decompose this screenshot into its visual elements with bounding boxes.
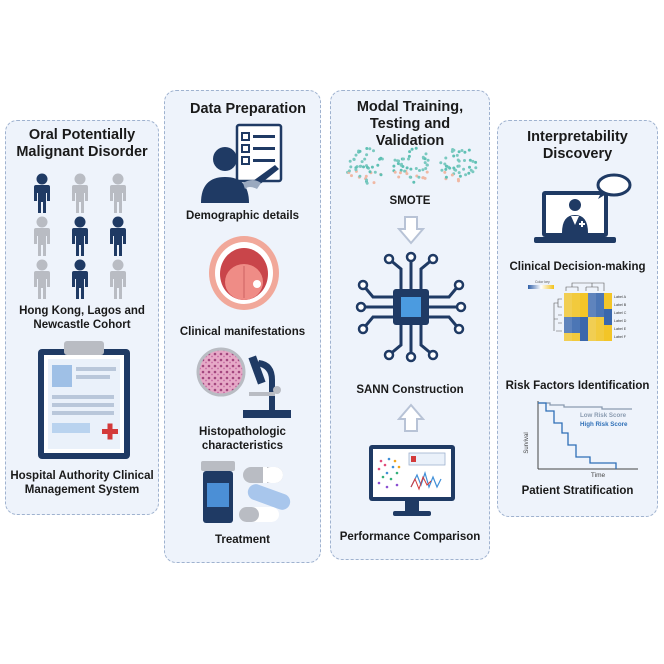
open-mouth-icon <box>209 236 279 310</box>
heatmap-row-label: Label C <box>614 311 627 315</box>
legend-high-risk: High Risk Score <box>580 421 628 428</box>
heatmap-icon: Color key Label A Label B Label C Label D La… <box>528 280 627 341</box>
panel-title-model-training: Modal Training, Testing and Validation <box>356 99 464 149</box>
panel-title-data-prep: Data Preparation <box>190 101 307 117</box>
panel-data-preparation: Data Preparation Demographic details Cli… <box>164 90 321 563</box>
survival-curve-chart: Survival Time Low Risk Score High Risk S… <box>524 401 638 479</box>
label-cohort: Hong Kong, Lagos and Newcastle Cohort <box>19 305 145 331</box>
label-sann: SANN Construction <box>356 384 464 396</box>
heatmap-key-title: Color key <box>535 280 550 284</box>
smote-points-icon <box>346 146 478 185</box>
clipboard-icon <box>38 341 130 459</box>
panel-title-interpretability: Interpretability Discovery <box>527 129 628 162</box>
survival-xlabel: Time <box>591 472 606 479</box>
label-stratification: Patient Stratification <box>521 485 634 497</box>
heatmap-row-label: Label E <box>614 327 627 331</box>
label-treatment: Treatment <box>215 534 270 546</box>
label-decision: Clinical Decision-making <box>509 261 646 273</box>
label-histopathologic: Histopathologic characteristics <box>199 426 286 452</box>
panel-model-training: Modal Training, Testing and Validation S… <box>330 90 490 560</box>
label-demographic: Demographic details <box>185 210 300 222</box>
arrow-down-icon <box>397 216 425 245</box>
telemedicine-laptop-icon <box>534 173 632 243</box>
medication-icon <box>201 461 291 523</box>
heatmap-row-label: Label F <box>614 335 627 339</box>
label-hacms: Hospital Authority Clinical Management S… <box>10 470 154 496</box>
survival-ylabel: Survival <box>524 432 530 453</box>
low-risk-curve <box>538 402 632 410</box>
label-smote: SMOTE <box>389 195 431 207</box>
heatmap-row-label: Label D <box>614 319 627 323</box>
neural-network-chip-icon <box>355 251 467 363</box>
high-risk-curve <box>538 402 617 469</box>
legend-low-risk: Low Risk Score <box>580 412 627 419</box>
label-clinical: Clinical manifestations <box>179 326 306 338</box>
label-performance: Performance Comparison <box>339 531 481 543</box>
label-risk-factors: Risk Factors Identification <box>505 380 650 392</box>
panel-title-opmd: Oral Potentially Malignant Disorder <box>16 127 148 160</box>
microscope-icon <box>196 347 291 418</box>
heatmap-row-label: Label A <box>614 295 627 299</box>
arrow-up-icon <box>397 403 425 432</box>
panel-interpretability: Interpretability Discovery Clinical Deci… <box>497 120 658 517</box>
panel-cohort: Oral Potentially Malignant Disorder Hong… <box>5 120 159 515</box>
form-filling-person-icon <box>201 123 283 203</box>
monitor-dashboard-icon <box>369 445 455 516</box>
heatmap-row-label: Label B <box>614 303 627 307</box>
